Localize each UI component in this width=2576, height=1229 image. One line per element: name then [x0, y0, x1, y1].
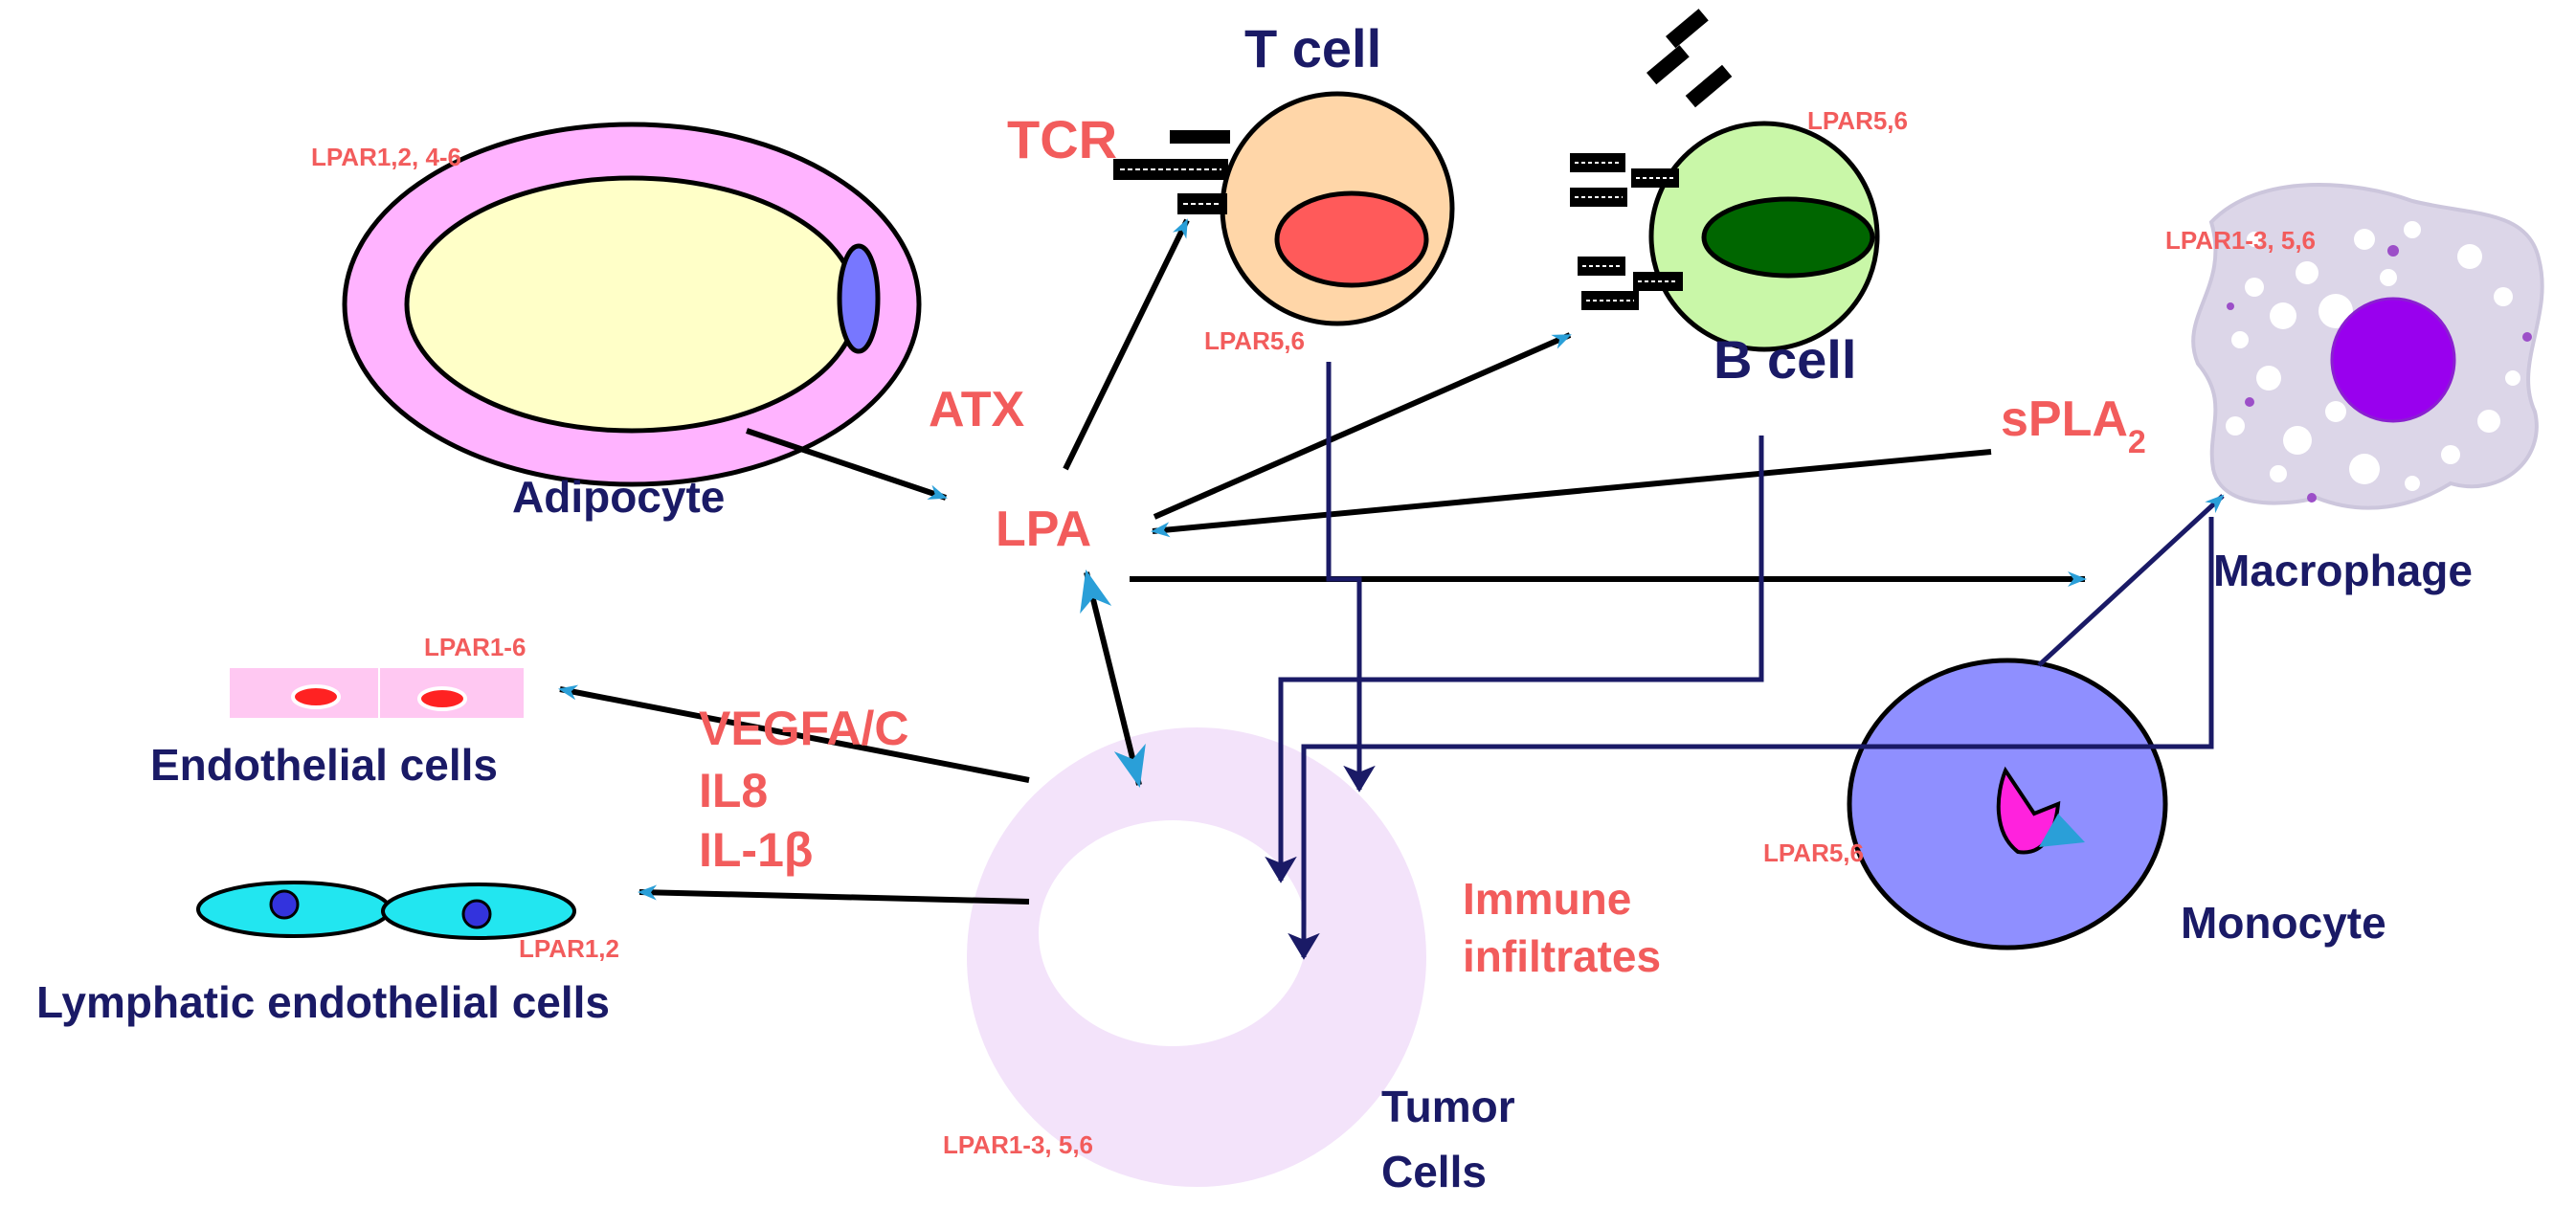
arrow-t-cell-to-tumor [1326, 362, 1376, 793]
arrow-spla2-to-lpa [1151, 449, 1992, 538]
macrophage-cell [2191, 183, 2544, 510]
arrow-tumor-to-lymphatic [638, 884, 1030, 905]
macrophage-nucleus [2330, 297, 2456, 423]
arrow-b-cell-to-tumor [1265, 436, 1764, 883]
label-tumor-line2: Cells [1381, 1147, 1487, 1196]
label-immune-line1: Immune [1463, 874, 1631, 924]
label-b-cell: B cell [1714, 329, 1856, 390]
b-cell [1570, 9, 1880, 352]
arrow-tumor-to-endothelial [558, 684, 1030, 783]
adipocyte-lipid-droplet [404, 175, 860, 434]
tumor-cell-center [1039, 820, 1307, 1046]
label-spla2-base: sPLA [2001, 391, 2128, 447]
t-cell [1113, 91, 1455, 326]
label-monocyte: Monocyte [2181, 898, 2386, 948]
bcr-receptor-icon [1570, 9, 1733, 310]
receptor-monocyte: LPAR5,6 [1763, 838, 1864, 867]
monocyte-cell [1847, 658, 2168, 950]
arrow-monocyte-to-macrophage [2037, 494, 2225, 667]
arrow-adipocyte-to-lpa [746, 428, 948, 501]
t-cell-nucleus [1274, 190, 1429, 288]
label-macrophage: Macrophage [2213, 546, 2473, 595]
label-tumor-line1: Tumor [1381, 1082, 1515, 1131]
monocyte-nucleus [1996, 766, 2061, 855]
receptor-adipocyte: LPAR1,2, 4-6 [311, 143, 461, 171]
arrow-macrophage-to-tumor [1288, 517, 2214, 960]
receptor-t-cell: LPAR5,6 [1204, 326, 1305, 355]
label-atx: ATX [929, 382, 1024, 437]
lymphatic-nucleus-2 [461, 899, 492, 929]
label-vegf: VEGFA/C [699, 702, 908, 755]
label-il8: IL8 [699, 764, 768, 817]
receptor-endothelial: LPAR1-6 [424, 633, 526, 661]
receptor-lymphatic: LPAR1,2 [519, 934, 619, 963]
b-cell-nucleus [1701, 196, 1875, 279]
endothelial-cells [230, 668, 524, 718]
tumor-cell [967, 727, 1426, 1187]
immune-infiltration-arrows [1265, 362, 2225, 960]
arrow-lpa-to-t-cell [1063, 218, 1190, 471]
lpa-signaling-arrows [558, 218, 2087, 905]
label-tcr: TCR [1007, 109, 1117, 169]
receptor-b-cell: LPAR5,6 [1807, 106, 1908, 135]
monocyte-blue-arrowhead [2039, 814, 2085, 847]
lymphatic-endothelial-cells [196, 881, 576, 940]
lymphatic-nucleus-1 [269, 889, 300, 920]
macrophage-granules [2227, 245, 2532, 503]
label-t-cell: T cell [1244, 18, 1381, 78]
label-spla2: sPLA2 [2001, 391, 2146, 460]
tcr-receptor-icon [1113, 130, 1230, 214]
label-lpa: LPA [996, 502, 1091, 557]
endothelial-nucleus-1 [291, 684, 341, 709]
arrow-lpa-to-b-cell [1153, 332, 1572, 520]
label-endothelial-cells: Endothelial cells [150, 740, 498, 790]
adipocyte-cell [342, 122, 922, 487]
receptor-tumor: LPAR1-3, 5,6 [943, 1130, 1093, 1159]
arrow-lpa-tumor-bidirectional [1080, 569, 1146, 789]
label-spla2-sub: 2 [2128, 424, 2146, 460]
label-immune-line2: infiltrates [1463, 931, 1661, 981]
label-adipocyte: Adipocyte [512, 472, 725, 522]
label-lymphatic-endothelial-cells: Lymphatic endothelial cells [36, 977, 610, 1027]
endothelial-nucleus-2 [417, 686, 467, 711]
label-il1b: IL-1β [699, 823, 813, 877]
macrophage-vacuoles [2226, 221, 2520, 491]
receptor-macrophage: LPAR1-3, 5,6 [2165, 226, 2316, 255]
adipocyte-nucleus [837, 243, 881, 354]
